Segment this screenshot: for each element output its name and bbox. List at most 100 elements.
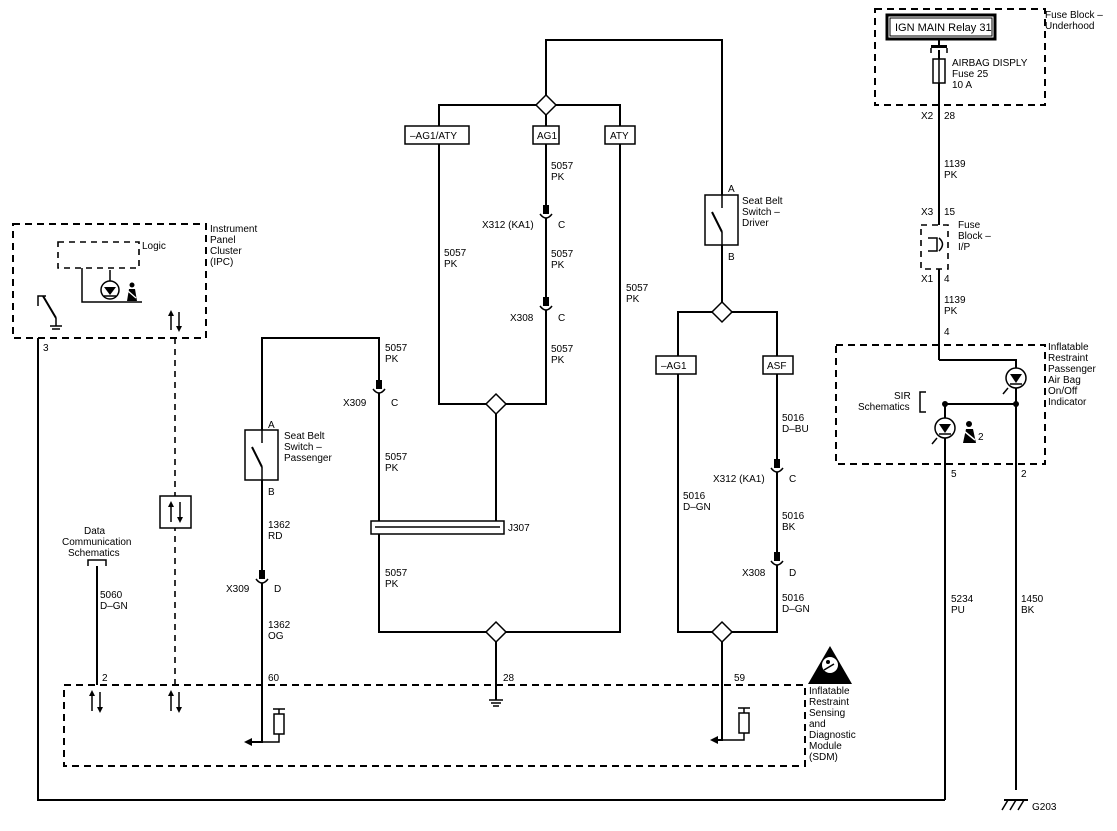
pin-5-label: 5	[951, 469, 957, 480]
indicator-label-6: Indicator	[1048, 397, 1087, 408]
connector-x1-label: X1	[921, 274, 934, 285]
sdm-label-1: Inflatable	[809, 686, 850, 697]
fuse-block-underhood-label-2: Underhood	[1045, 21, 1094, 32]
wire-5057-c-circuit: 5057	[551, 249, 574, 260]
wire-5057-h-circuit: 5057	[385, 568, 408, 579]
indicator-label-5: On/Off	[1048, 386, 1077, 397]
wire-5060-circuit: 5060	[100, 590, 123, 601]
ipc-label-1: Instrument	[210, 224, 257, 235]
wire-5060-color: D–GN	[100, 601, 128, 612]
wire-1450-color: BK	[1021, 605, 1035, 616]
connector-x309-lower: X309	[226, 584, 250, 595]
passenger-switch-label-2: Switch –	[284, 442, 322, 453]
sdm-data-arrows-right-icon	[168, 690, 182, 713]
logic-label: Logic	[142, 241, 166, 252]
option-code-aty: ATY	[610, 131, 629, 142]
j307-label: J307	[508, 523, 530, 534]
pin-28-sdm-label: 28	[503, 673, 515, 684]
data-communication: Data Communication Schematics 5060 D–GN …	[62, 338, 192, 685]
wire-5057-d-color: PK	[551, 355, 565, 366]
pin-4-x1-label: 4	[944, 274, 950, 285]
fuse-ip-label-3: I/P	[958, 242, 971, 253]
pin-c-x308-upper: C	[558, 313, 565, 324]
passenger-seat-belt-switch: 5057 PK X309 C 5057 PK 5057 PK A Seat Be…	[226, 337, 486, 685]
wire-5057-e-color: PK	[626, 294, 640, 305]
wire-1139-circuit: 1139	[944, 159, 966, 170]
passenger-airbag-indicator-module: Inflatable Restraint Passenger Air Bag O…	[835, 342, 1096, 800]
wire-5057-b-circuit: 5057	[551, 161, 574, 172]
wire-5057-d-circuit: 5057	[551, 344, 574, 355]
fuse-ip-label-2: Block –	[958, 231, 991, 242]
sdm-label-4: and	[809, 719, 826, 730]
option-code-ag1: AG1	[537, 131, 557, 142]
fuse-label-1: AIRBAG DISPLY	[952, 58, 1028, 69]
driver-pullup-resistor-icon	[738, 712, 750, 734]
wire-5016-a-color: D–GN	[683, 502, 711, 513]
mid-splice-icon	[484, 392, 508, 416]
pin-60-label: 60	[268, 673, 280, 684]
pin-d-x309-lower: D	[274, 584, 281, 595]
wire-5234-circuit: 5234	[951, 594, 974, 605]
connector-x2-label: X2	[921, 111, 934, 122]
wire-5016-c-circuit: 5016	[782, 511, 805, 522]
top-splice-icon	[534, 93, 558, 117]
pin-2-indicator-label: 2	[1021, 469, 1027, 480]
seatbelt-passenger-icon	[963, 421, 976, 443]
ign-main-relay-box	[885, 13, 997, 41]
fuse-ip-label-1: Fuse	[958, 220, 981, 231]
ipc-label-4: (IPC)	[210, 257, 233, 268]
driver-switch-label-1: Seat Belt	[742, 196, 783, 207]
pin-59-label: 59	[734, 673, 746, 684]
sir-schematics-label-1: SIR	[894, 391, 911, 402]
pin-c-x312-lower: C	[789, 474, 796, 485]
data-comm-label-1: Data	[84, 526, 106, 537]
driver-splice-lower-icon	[710, 620, 734, 644]
top-feed-loop: –AG1/ATY AG1 ATY 5057 PK 5057 PK X312 (K…	[404, 39, 723, 633]
wire-1139b-circuit: 1139	[944, 295, 966, 306]
option-code-no-ag1-driver: –AG1	[661, 361, 687, 372]
wire-5234-color: PU	[951, 605, 965, 616]
pin-28-label: 28	[944, 111, 956, 122]
sdm-label-7: (SDM)	[809, 752, 838, 763]
fuse-label-2: Fuse 25	[952, 69, 989, 80]
pin-c-x312-upper: C	[558, 220, 565, 231]
wire-5016-d-circuit: 5016	[782, 593, 805, 604]
sir-schematics-label-2: Schematics	[858, 402, 910, 413]
connector-x308-lower: X308	[742, 568, 766, 579]
ipc-label-3: Cluster	[210, 246, 242, 257]
wire-1139-color: PK	[944, 170, 958, 181]
ign-main-relay-label: IGN MAIN Relay 31	[895, 22, 992, 34]
wire-5016-d-color: D–GN	[782, 604, 810, 615]
driver-switch-pin-b: B	[728, 252, 735, 263]
data-comm-label-2: Communication	[62, 537, 131, 548]
pin-15-label: 15	[944, 207, 956, 218]
driver-switch-label-2: Switch –	[742, 207, 780, 218]
connector-x3-label: X3	[921, 207, 934, 218]
sdm-label-6: Module	[809, 741, 842, 752]
pass-input-arrow-icon	[244, 738, 252, 746]
indicator-icon-number: 2	[978, 432, 984, 443]
wire-5057-b-color: PK	[551, 172, 565, 183]
wire-5057-g-circuit: 5057	[385, 452, 408, 463]
data-link-block-icon	[159, 495, 192, 529]
wire-1450-circuit: 1450	[1021, 594, 1044, 605]
sdm-label-5: Diagnostic	[809, 730, 856, 741]
connector-x308-upper: X308	[510, 313, 534, 324]
wire-1362-b-color: OG	[268, 631, 284, 642]
passenger-switch-pin-b: B	[268, 487, 275, 498]
ipc-module: Instrument Panel Cluster (IPC) Logic 3	[12, 223, 945, 801]
connector-x312-upper: X312 (KA1)	[482, 220, 534, 231]
j307-splice-pack: J307 28	[370, 520, 530, 707]
pin-4-label: 4	[944, 327, 950, 338]
indicator-label-1: Inflatable	[1048, 342, 1089, 353]
wire-5057-f-circuit: 5057	[385, 343, 408, 354]
indicator-label-3: Passenger	[1048, 364, 1096, 375]
wire-5016-a-circuit: 5016	[683, 491, 706, 502]
fuse-block-underhood-label-1: Fuse Block –	[1045, 10, 1103, 21]
ipc-pin-3-label: 3	[43, 343, 49, 354]
wire-5057-h-color: PK	[385, 579, 399, 590]
passenger-switch-label-3: Passenger	[284, 453, 332, 464]
wire-5057-a-color: PK	[444, 259, 458, 270]
driver-switch-label-3: Driver	[742, 218, 769, 229]
